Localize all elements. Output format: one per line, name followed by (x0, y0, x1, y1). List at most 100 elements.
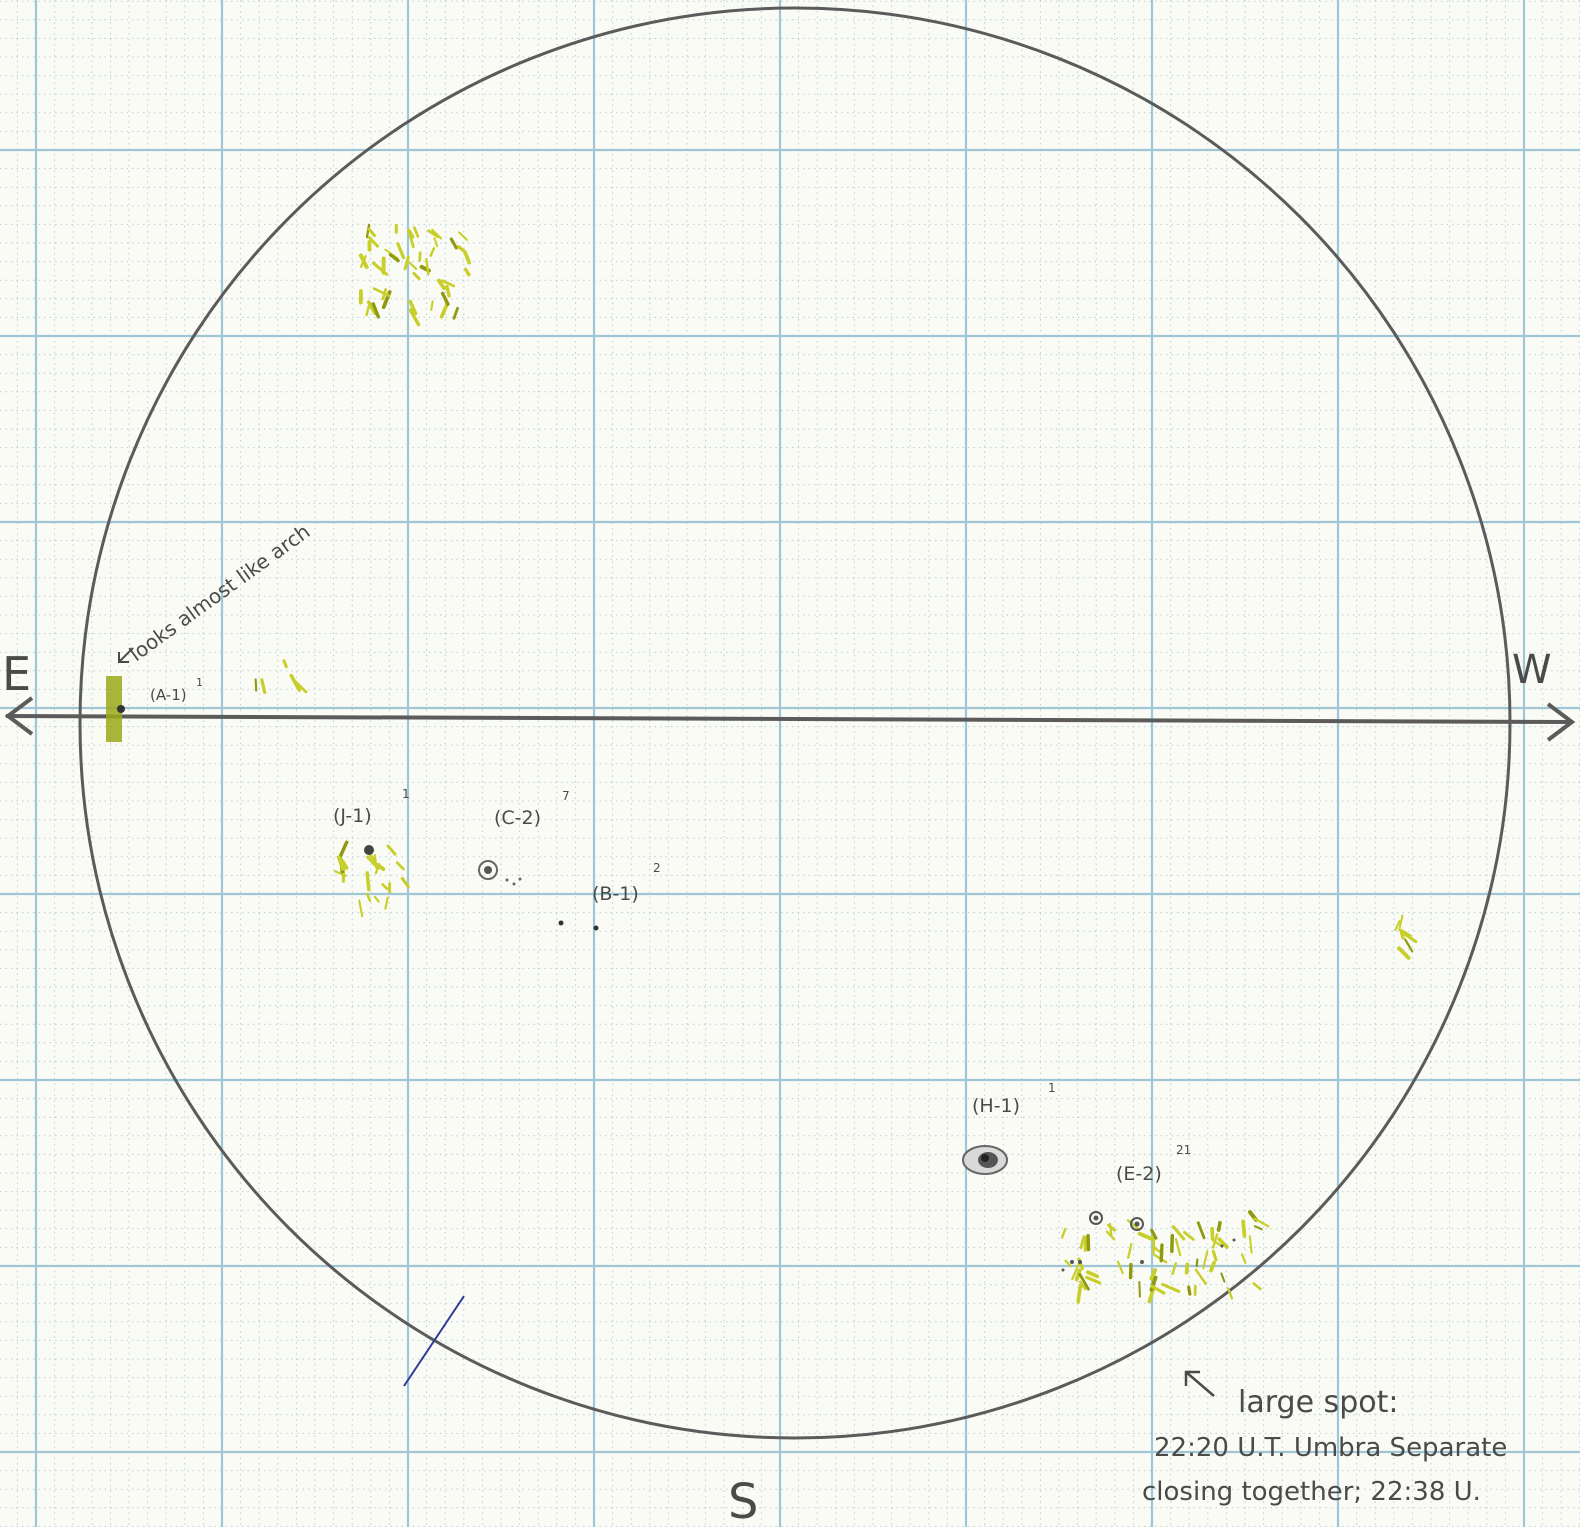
facula-stroke (408, 261, 418, 271)
facula-stroke (1403, 932, 1418, 944)
large-spot-line1: 22:20 U.T. Umbra Separate (1154, 1433, 1507, 1463)
spot-c-umbra (478, 860, 522, 886)
facula-stroke (365, 871, 371, 892)
facula-stroke (1226, 1287, 1234, 1300)
spot-count-c: 7 (562, 789, 570, 803)
facula-stroke (1086, 1234, 1091, 1252)
faculae-west-limb (1394, 914, 1418, 960)
facula-stroke (452, 306, 459, 320)
spot-label-a: (A-1) (150, 686, 187, 704)
facula-stroke (400, 876, 410, 889)
facula-stroke (1399, 930, 1405, 940)
facula-stroke (381, 883, 389, 891)
facula-stroke (429, 247, 436, 257)
facula-stroke (366, 892, 372, 902)
facula-stroke (1216, 1220, 1222, 1232)
facula-stroke (365, 223, 371, 239)
facula-stroke (1241, 1219, 1247, 1238)
facula-stroke (260, 678, 267, 695)
facula-stroke (1064, 1259, 1072, 1268)
facula-stroke (1076, 1283, 1083, 1304)
facula-stroke (431, 228, 443, 240)
facula-stroke (408, 308, 421, 327)
facula-stroke (366, 300, 377, 316)
spot-e-group (1061, 1211, 1236, 1272)
facula-stroke (1127, 1243, 1133, 1259)
spot-count-e: 21 (1176, 1143, 1191, 1157)
facula-stroke (367, 236, 380, 248)
facula-stroke (1085, 1275, 1102, 1285)
facula-stroke (384, 896, 389, 910)
facula-stroke (1404, 938, 1414, 953)
facula-stroke (1174, 1238, 1182, 1257)
faculae-e (1060, 1210, 1270, 1304)
facula-stroke (1137, 1231, 1154, 1241)
facula-stroke (1074, 1268, 1082, 1282)
spot-count-j: 1 (402, 787, 410, 801)
facula-stroke (1253, 1225, 1263, 1231)
facula-stroke (1202, 1250, 1209, 1270)
facula-stroke (338, 840, 349, 859)
spot-label-b: (B-1) (592, 883, 639, 905)
faculae-a-east (254, 659, 308, 695)
facula-stroke (333, 870, 347, 877)
facula-stroke (1150, 1228, 1158, 1240)
facula-stroke (396, 242, 406, 260)
facula-stroke (1150, 1284, 1166, 1295)
spot-label-e: (E-2) (1116, 1163, 1162, 1185)
facula-stroke (366, 855, 380, 870)
south-label: S (728, 1474, 758, 1527)
facula-stroke (1116, 1260, 1124, 1275)
east-label: E (2, 647, 31, 701)
facula-stroke (289, 673, 302, 692)
spot-labels: (A-1) 1 (J-1) 1 (C-2) 7 (B-1) 2 (H-1) 1 … (150, 676, 1191, 1185)
spot-label-j: (J-1) (333, 805, 372, 827)
solar-disk-outline (78, 6, 1512, 1440)
facula-stroke (425, 257, 430, 276)
facula-stroke (1161, 1282, 1181, 1293)
spot-count-h: 1 (1048, 1081, 1056, 1095)
facula-stroke (463, 267, 471, 277)
large-spot-note: large spot: 22:20 U.T. Umbra Separate cl… (1142, 1370, 1507, 1507)
facula-stroke (463, 250, 472, 265)
facula-stroke (1253, 1217, 1270, 1228)
facula-stroke (1248, 1235, 1253, 1254)
facula-stroke (365, 305, 370, 317)
facula-stroke (341, 859, 349, 870)
facula-stroke (367, 227, 376, 238)
facula-stroke (412, 226, 420, 238)
facula-stroke (436, 278, 446, 291)
facula-stroke (1183, 1230, 1195, 1241)
sunspot-marks (106, 676, 1236, 1272)
facula-stroke (1152, 1234, 1156, 1255)
facula-stroke (388, 253, 400, 263)
facula-stroke (1159, 1243, 1164, 1263)
facula-stroke (439, 303, 449, 319)
spot-h-large (962, 1145, 1008, 1175)
arch-annotation: looks almost like arch (118, 519, 314, 666)
facula-stroke (1079, 1235, 1086, 1250)
facula-stroke (358, 899, 364, 918)
facula-stroke (254, 678, 258, 692)
facula-stroke (408, 299, 418, 316)
large-spot-title: large spot: (1238, 1385, 1398, 1420)
facula-stroke (433, 237, 439, 248)
facula-stroke (418, 251, 422, 262)
facula-stroke (372, 287, 390, 297)
facula-stroke (1171, 1262, 1178, 1276)
facula-stroke (449, 237, 458, 250)
arrow-icon (118, 647, 134, 663)
arrow-icon (1184, 1370, 1215, 1397)
spot-count-a: 1 (196, 676, 203, 689)
facula-stroke (407, 228, 415, 249)
faculae-north (358, 223, 472, 327)
large-spot-line2: closing together; 22:38 U. (1142, 1477, 1481, 1507)
facula-stroke (1217, 1237, 1229, 1249)
facula-stroke (430, 300, 434, 311)
facula-stroke (1126, 1219, 1141, 1231)
facula-stroke (1138, 1280, 1141, 1298)
east-west-axis (4, 696, 1576, 742)
facula-stroke (371, 302, 380, 319)
